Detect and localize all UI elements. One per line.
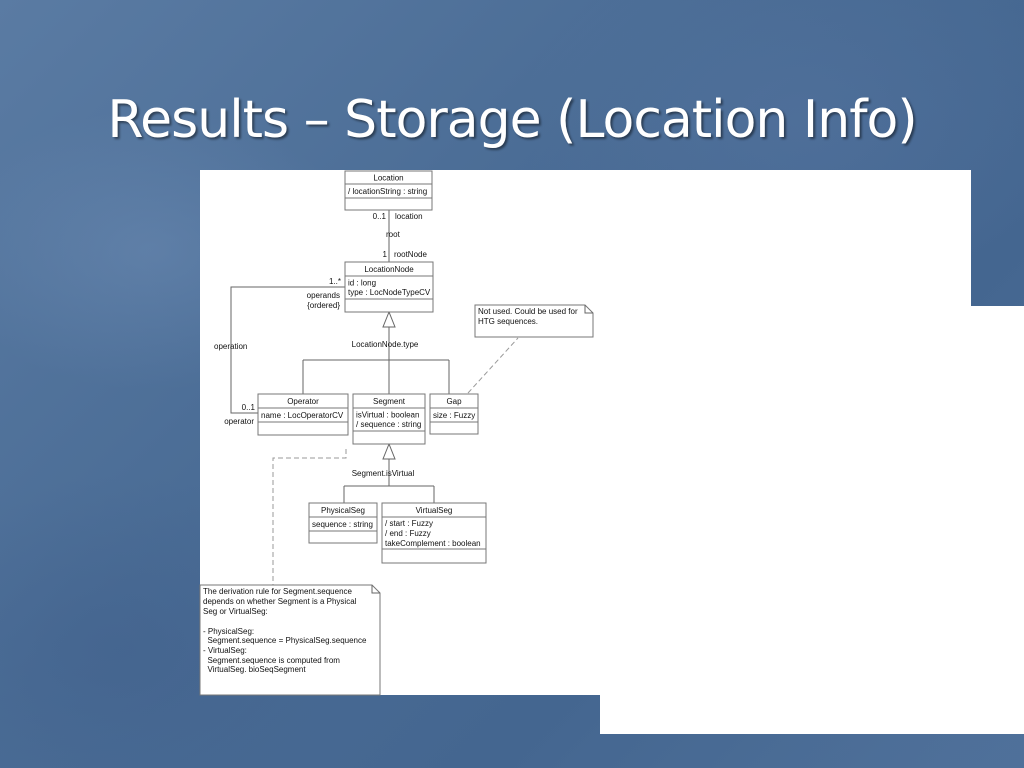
class-virtual-seg-attr-start: / start : Fuzzy <box>385 519 433 528</box>
note-derivation-line-1: The derivation rule for Segment.sequence <box>203 587 353 596</box>
label-role-operands: operands <box>307 291 340 300</box>
class-location-node-attr-id: id : long <box>348 279 376 288</box>
note-derivation-line-3: Seg or VirtualSeg: <box>203 607 268 616</box>
class-location-node-name: LocationNode <box>364 265 414 274</box>
class-gap: Gap size : Fuzzy <box>429 393 479 435</box>
class-location-attr: / locationString : string <box>348 187 427 196</box>
label-mult-1-many: 1..* <box>329 277 341 286</box>
label-ordered: {ordered} <box>307 301 340 310</box>
gen-triangle-locationnode <box>382 310 396 328</box>
label-role-operator: operator <box>224 417 254 426</box>
note-gap-line-1: Not used. Could be used for <box>478 307 578 316</box>
note-gap-line-2: HTG sequences. <box>478 317 538 326</box>
note-derivation-line-9: VirtualSeg. bioSeqSegment <box>203 665 306 674</box>
label-mult-1-rootnode: 1 <box>383 250 388 259</box>
class-physical-seg-name: PhysicalSeg <box>321 506 365 515</box>
class-operator: Operator name : LocOperatorCV <box>257 393 349 436</box>
note-derivation-line-8: Segment.sequence is computed from <box>203 656 340 665</box>
class-virtual-seg-name: VirtualSeg <box>416 506 453 515</box>
class-operator-attr: name : LocOperatorCV <box>261 411 344 420</box>
class-gap-attr: size : Fuzzy <box>433 411 475 420</box>
class-location-node-attr-type: type : LocNodeTypeCV <box>348 288 431 297</box>
class-segment: Segment isVirtual : boolean / sequence :… <box>352 393 426 445</box>
note-anchor-segment <box>272 449 347 585</box>
class-physical-seg-attr: sequence : string <box>312 520 373 529</box>
note-derivation-line-6: Segment.sequence = PhysicalSeg.sequence <box>203 636 367 645</box>
note-derivation: The derivation rule for Segment.sequence… <box>199 584 381 696</box>
label-discriminator-virtual: Segment.isVirtual <box>352 469 415 478</box>
note-anchor-gap <box>467 337 519 394</box>
gen-triangle-segment <box>382 442 396 460</box>
class-physical-seg: PhysicalSeg sequence : string <box>308 502 378 544</box>
label-discriminator-type: LocationNode.type <box>352 340 419 349</box>
class-segment-attr-isvirtual: isVirtual : boolean <box>356 411 419 420</box>
label-assoc-root: root <box>386 230 401 239</box>
slide-title: Results – Storage (Location Info) <box>107 90 917 150</box>
label-role-rootnode: rootNode <box>394 250 427 259</box>
class-gap-name: Gap <box>446 397 462 406</box>
label-role-location: location <box>395 212 423 221</box>
class-location: Location / locationString : string <box>344 170 433 211</box>
note-derivation-line-5: - PhysicalSeg: <box>203 627 254 636</box>
class-segment-attr-sequence: / sequence : string <box>356 420 421 429</box>
class-virtual-seg-attr-end: / end : Fuzzy <box>385 529 431 538</box>
class-virtual-seg: VirtualSeg / start : Fuzzy / end : Fuzzy… <box>381 502 487 564</box>
class-location-node: LocationNode id : long type : LocNodeTyp… <box>344 261 434 313</box>
class-operator-name: Operator <box>287 397 319 406</box>
class-virtual-seg-attr-takecomplement: takeComplement : boolean <box>385 539 481 548</box>
class-segment-name: Segment <box>373 397 406 406</box>
note-gap: Not used. Could be used for HTG sequence… <box>474 304 594 338</box>
assoc-operation <box>230 286 345 414</box>
class-location-name: Location <box>373 174 403 183</box>
diagram-canvas-lower <box>600 306 1024 734</box>
label-mult-0-1-operator: 0..1 <box>242 403 256 412</box>
note-derivation-line-7: - VirtualSeg: <box>203 646 247 655</box>
label-mult-0-1-location: 0..1 <box>373 212 387 221</box>
label-assoc-operation: operation <box>214 342 247 351</box>
note-derivation-line-2: depends on whether Segment is a Physical <box>203 597 357 606</box>
